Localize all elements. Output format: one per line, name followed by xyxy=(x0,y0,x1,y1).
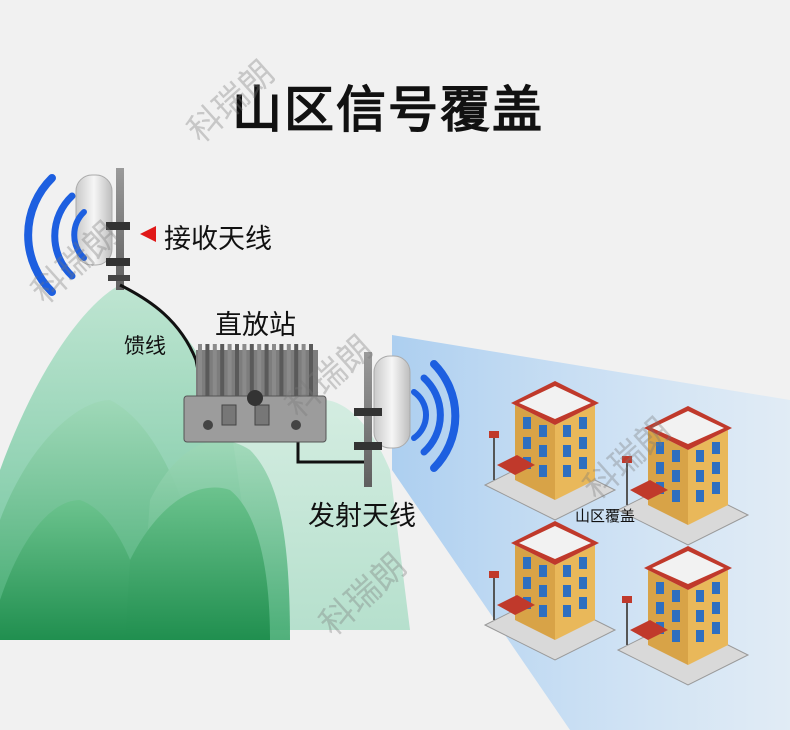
repeater-label: 直放站 xyxy=(215,310,296,341)
page-title: 山区信号覆盖 xyxy=(232,81,544,139)
transmit-pole xyxy=(364,352,372,487)
receive-antenna-label: 接收天线 xyxy=(164,224,272,255)
repeater-unit xyxy=(183,344,327,443)
mountain-front-right xyxy=(125,487,270,640)
building-icon xyxy=(483,521,617,661)
receive-pointer-arrow-icon xyxy=(140,226,156,242)
repeater-cooling-fins xyxy=(198,344,313,400)
building-icon xyxy=(483,381,617,521)
feeder-cable xyxy=(119,283,206,403)
coverage-area-label: 山区覆盖 xyxy=(575,507,636,525)
building-icon xyxy=(616,406,750,546)
transmit-antenna-panel xyxy=(373,355,411,449)
transmit-antenna-label: 发射天线 xyxy=(308,501,416,532)
building-icon xyxy=(616,546,750,686)
feeder-label: 馈线 xyxy=(124,334,166,358)
transmit-signal-waves-icon xyxy=(411,360,460,472)
receive-signal-waves-icon xyxy=(24,174,87,296)
mountain-front-left xyxy=(0,500,150,640)
